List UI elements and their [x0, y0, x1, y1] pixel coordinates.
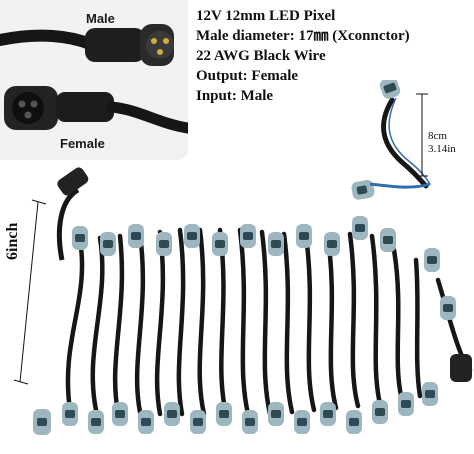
spec-wire: 22 AWG Black Wire — [196, 48, 326, 64]
connector-inset: Male Female — [0, 0, 188, 160]
male-end-connector — [450, 354, 472, 382]
female-label: Female — [60, 136, 105, 151]
pixel-spacing-photo — [351, 80, 431, 200]
wire-bundle — [65, 227, 473, 417]
led-string-photo — [13, 167, 473, 435]
spec-voltage-size: 12V 12mm LED Pixel — [196, 8, 336, 24]
spec-output: Output: Female — [196, 68, 299, 84]
spec-input: Input: Male — [196, 88, 274, 104]
male-connector — [0, 24, 174, 66]
spec-diameter: Male diameter: 17㎜ (Xconnctor) — [196, 28, 410, 44]
male-label: Male — [86, 11, 115, 26]
connector-illustration — [0, 24, 188, 134]
pixel-row-top — [72, 216, 456, 320]
length-label: 6inch — [4, 222, 21, 260]
spacing-metric: 8cm — [428, 130, 447, 142]
spec-list: 12V 12mm LED Pixel Male diameter: 17㎜ (X… — [196, 6, 410, 106]
pixel-row-bottom — [33, 382, 438, 435]
spacing-imperial: 3.14in — [428, 143, 456, 155]
female-connector — [4, 86, 188, 134]
